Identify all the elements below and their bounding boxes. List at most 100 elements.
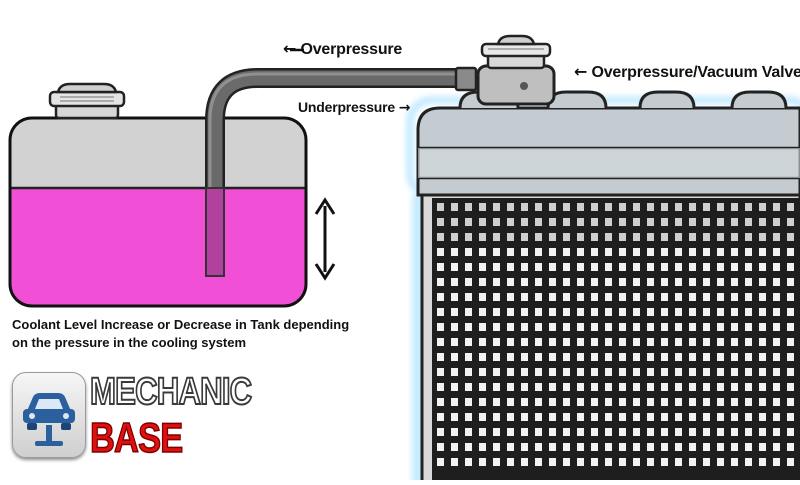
- radiator-cell: [773, 428, 780, 436]
- radiator-cell: [731, 248, 738, 256]
- radiator-cell: [479, 323, 486, 331]
- radiator-cell: [451, 293, 458, 301]
- radiator-cell: [563, 383, 570, 391]
- radiator-cell: [577, 323, 584, 331]
- radiator-cell: [535, 443, 542, 451]
- underpressure-text: Underpressure: [298, 99, 395, 115]
- radiator-cell: [759, 233, 766, 241]
- radiator-cell: [647, 443, 654, 451]
- radiator-cell: [437, 443, 444, 451]
- radiator-cell: [787, 368, 794, 376]
- radiator-cell: [521, 263, 528, 271]
- radiator-cell: [661, 338, 668, 346]
- radiator-cell: [507, 203, 514, 211]
- radiator-cell: [451, 443, 458, 451]
- radiator-cell: [605, 323, 612, 331]
- radiator-cell: [507, 218, 514, 226]
- radiator-cell: [675, 263, 682, 271]
- radiator-cell: [465, 458, 472, 466]
- radiator-cell: [675, 383, 682, 391]
- radiator-cell: [535, 413, 542, 421]
- radiator-cell: [647, 278, 654, 286]
- radiator-cell: [689, 383, 696, 391]
- radiator-cell: [577, 263, 584, 271]
- radiator-cell: [647, 308, 654, 316]
- radiator-cell: [689, 308, 696, 316]
- radiator-cell: [479, 218, 486, 226]
- radiator-cell: [479, 293, 486, 301]
- radiator-cell: [619, 458, 626, 466]
- radiator-cell: [661, 323, 668, 331]
- radiator-cell: [549, 428, 556, 436]
- radiator-cell: [605, 203, 612, 211]
- radiator-cell: [549, 338, 556, 346]
- radiator-cell: [493, 323, 500, 331]
- radiator-cell: [745, 293, 752, 301]
- radiator-cell: [717, 338, 724, 346]
- radiator-cell: [507, 278, 514, 286]
- radiator-cell: [493, 278, 500, 286]
- radiator-cell: [717, 278, 724, 286]
- radiator-cell: [591, 458, 598, 466]
- radiator-cell: [507, 338, 514, 346]
- radiator-cell: [549, 413, 556, 421]
- radiator-cell: [745, 248, 752, 256]
- radiator-cell: [787, 218, 794, 226]
- radiator-top-tank: [416, 90, 800, 197]
- radiator-cell: [731, 263, 738, 271]
- radiator-cell: [703, 233, 710, 241]
- radiator-cell: [605, 278, 612, 286]
- radiator-cell: [465, 413, 472, 421]
- radiator-cell: [717, 383, 724, 391]
- radiator-cell: [661, 233, 668, 241]
- radiator-cell: [465, 218, 472, 226]
- tank-outline: [8, 116, 308, 308]
- radiator-cell: [703, 368, 710, 376]
- radiator-cell: [521, 413, 528, 421]
- radiator-cell: [591, 293, 598, 301]
- radiator-cell: [549, 398, 556, 406]
- coolant-level-caption: Coolant Level Increase or Decrease in Ta…: [12, 316, 349, 352]
- radiator-cell: [451, 308, 458, 316]
- radiator-cell: [535, 383, 542, 391]
- radiator-cell: [535, 218, 542, 226]
- radiator-cell: [493, 443, 500, 451]
- radiator-cell: [717, 323, 724, 331]
- radiator-cell: [787, 293, 794, 301]
- radiator-cell: [465, 368, 472, 376]
- radiator-cell: [647, 233, 654, 241]
- radiator-cell: [703, 383, 710, 391]
- radiator-cell: [675, 428, 682, 436]
- radiator-cell: [633, 233, 640, 241]
- radiator-cell: [703, 353, 710, 361]
- radiator-cell: [591, 263, 598, 271]
- radiator-cell: [759, 443, 766, 451]
- radiator-cell: [703, 443, 710, 451]
- expansion-tank: [8, 116, 308, 308]
- radiator-cell: [633, 413, 640, 421]
- radiator-cell: [591, 218, 598, 226]
- overpressure-text: Overpressure: [300, 41, 403, 58]
- radiator-cell: [773, 263, 780, 271]
- radiator-cell: [521, 353, 528, 361]
- radiator-cell: [479, 428, 486, 436]
- radiator-cell: [535, 308, 542, 316]
- radiator-cell: [437, 308, 444, 316]
- radiator-cell: [745, 413, 752, 421]
- radiator-cell: [465, 353, 472, 361]
- radiator-cell: [521, 368, 528, 376]
- radiator-cell: [549, 383, 556, 391]
- radiator-cell: [661, 263, 668, 271]
- radiator-cell: [717, 398, 724, 406]
- radiator-cell: [591, 248, 598, 256]
- underpressure-label: Underpressure →: [298, 99, 410, 116]
- radiator-cell: [437, 248, 444, 256]
- radiator-cell: [535, 368, 542, 376]
- radiator-cell: [493, 308, 500, 316]
- hose-in-coolant: [205, 187, 225, 277]
- radiator-cell: [451, 263, 458, 271]
- radiator-cell: [549, 368, 556, 376]
- radiator-cell: [703, 263, 710, 271]
- radiator-cell: [451, 278, 458, 286]
